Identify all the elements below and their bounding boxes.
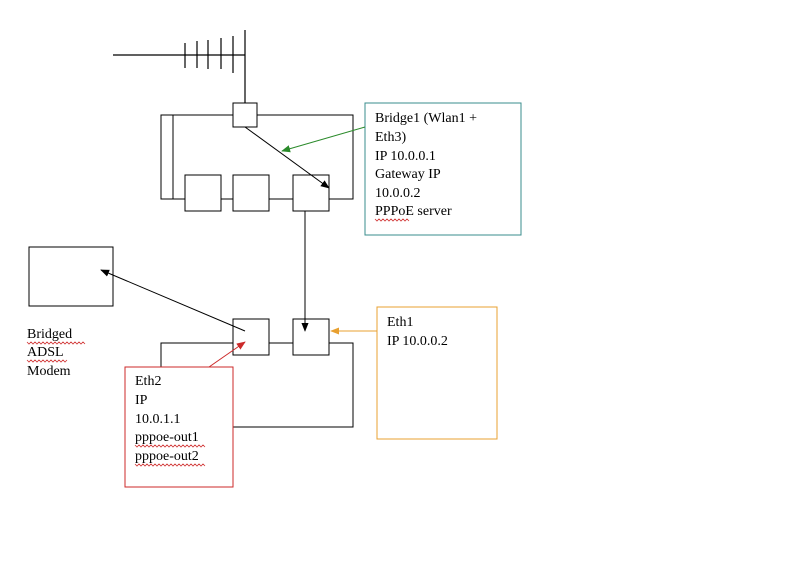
gateway-to-modem-arrow — [100, 269, 246, 332]
gateway-eth1-port — [292, 318, 330, 356]
bridge1-callout-arrow — [281, 126, 366, 153]
wlan-to-port-arrow — [244, 126, 330, 189]
bridge1-callout-box — [364, 102, 522, 236]
eth2-callout-box — [124, 366, 234, 488]
router-device — [160, 102, 354, 212]
router-port-2 — [232, 174, 270, 212]
eth2-label-line-5: pppoe-out2 — [135, 449, 199, 464]
adsl-modem-box — [28, 246, 114, 307]
bridge1-label-line-5: 10.0.0.2 — [375, 186, 421, 201]
bridge1-label-line-4: Gateway IP — [375, 167, 441, 182]
bridge1-label-line-3: IP 10.0.0.1 — [375, 149, 436, 164]
eth2-label-line-2: IP — [135, 393, 148, 408]
gateway-eth2-port — [232, 318, 270, 356]
modem-label-line-3: Modem — [27, 364, 71, 379]
router-port-3 — [292, 174, 330, 212]
spellcheck-underline — [134, 444, 206, 448]
eth2-label-line-1: Eth2 — [135, 374, 161, 389]
spellcheck-underline — [134, 463, 206, 467]
eth2-callout-arrow — [208, 341, 246, 368]
router-wlan-port — [232, 102, 258, 128]
spellcheck-underline — [26, 341, 86, 345]
modem-label-line-1: Bridged — [27, 327, 72, 342]
eth1-callout-box — [376, 306, 498, 440]
spellcheck-underline — [374, 218, 410, 222]
eth1-label-line-1: Eth1 — [387, 315, 413, 330]
modem-label-line-2: ADSL — [27, 345, 64, 360]
antenna-icon — [113, 30, 246, 103]
bridge1-label-line-6: PPPoE server — [375, 204, 452, 219]
eth1-label-line-2: IP 10.0.0.2 — [387, 334, 448, 349]
eth2-label-line-4: pppoe-out1 — [135, 430, 199, 445]
bridge1-label-line-2: Eth3) — [375, 130, 406, 145]
eth2-label-line-3: 10.0.1.1 — [135, 412, 181, 427]
bridge1-label-line-1: Bridge1 (Wlan1 + — [375, 111, 477, 126]
router-port-1 — [184, 174, 222, 212]
spellcheck-underline — [26, 359, 68, 363]
